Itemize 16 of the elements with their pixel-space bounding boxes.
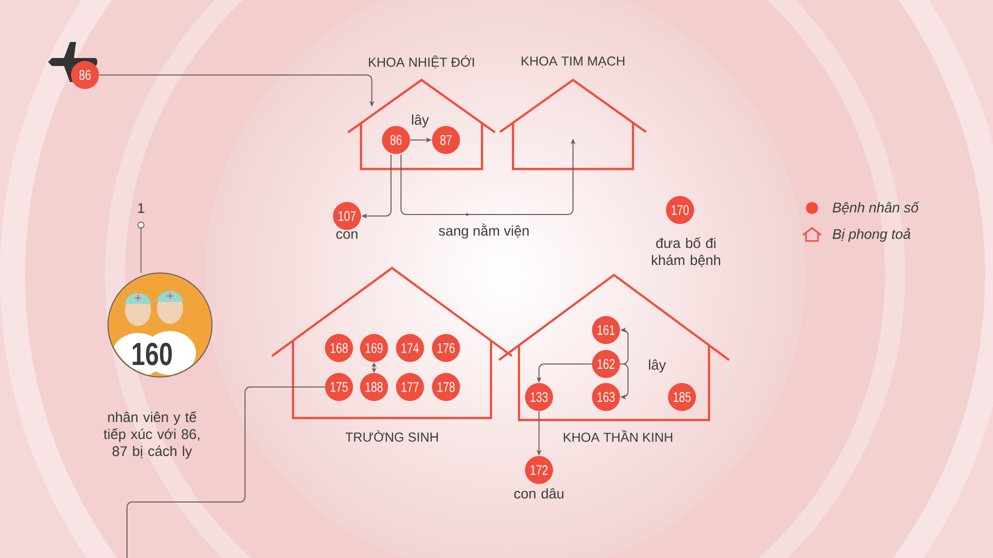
caption-text: con xyxy=(336,231,358,239)
caption-text: đưa bố đi khám bệnh xyxy=(652,237,720,268)
legend-text: Bị phong toả xyxy=(832,228,910,242)
arrow xyxy=(620,364,628,400)
house-label: KHOA TIM MẠCH xyxy=(522,56,624,68)
count-number: 160 xyxy=(132,342,172,366)
house-label: KHOA THẦN KINH xyxy=(564,430,672,442)
caption-text: nhân viên y tế tiếp xúc với 86, 87 bị cách ly xyxy=(104,411,200,459)
caption-text: con dâu xyxy=(514,488,564,499)
callout-number: 1 xyxy=(138,203,144,213)
edge-label: lây xyxy=(649,359,666,373)
house-label: KHOA NHIỆT ĐỚI xyxy=(368,55,474,69)
edge-label: lây xyxy=(412,114,429,128)
house-label: TRƯỜNG SINH xyxy=(345,430,438,442)
edge-label: sang nằm viện xyxy=(438,223,529,239)
legend-text: Bệnh nhân số xyxy=(832,202,920,214)
